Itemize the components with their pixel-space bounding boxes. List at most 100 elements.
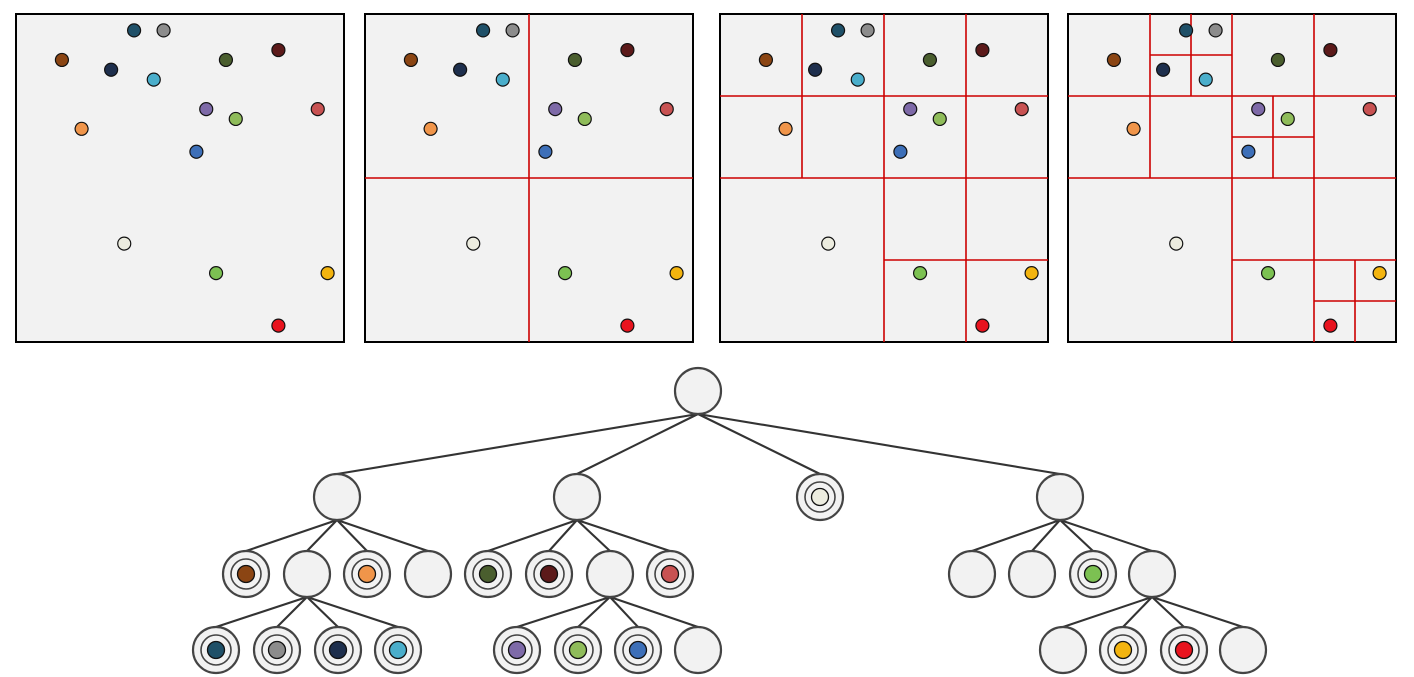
tree-node-blue xyxy=(613,625,663,675)
point-maroon xyxy=(271,42,286,58)
tree-node-amber xyxy=(1098,625,1148,675)
panel-frame xyxy=(15,13,345,343)
tree-edge xyxy=(1151,596,1244,628)
tree-edge xyxy=(1122,596,1153,628)
point-amber xyxy=(1372,266,1387,281)
tree-edge xyxy=(1059,519,1094,552)
subdivision-panel-2 xyxy=(364,13,694,343)
point-teal-dark xyxy=(1178,23,1194,38)
subdivision-panel-1 xyxy=(15,13,345,343)
tree-node-red xyxy=(1159,625,1209,675)
tree-edge xyxy=(1059,519,1153,552)
subdivision-panels xyxy=(15,13,1397,343)
point-navy xyxy=(104,62,119,77)
tree-edge xyxy=(336,412,699,476)
point-olive xyxy=(218,52,234,68)
tree-edge xyxy=(306,596,399,628)
point-teal-dark xyxy=(475,23,491,38)
point-light-green xyxy=(932,111,947,127)
point-teal-dark xyxy=(126,23,142,38)
tree-node-empty xyxy=(673,366,723,416)
point-gray xyxy=(860,23,875,38)
tree-node-olive xyxy=(463,549,513,599)
point-rose xyxy=(1362,102,1377,117)
point-blue xyxy=(893,144,908,159)
point-brown xyxy=(54,52,70,68)
point-teal-dark xyxy=(830,23,846,38)
point-orange xyxy=(74,121,89,136)
tree-edge xyxy=(577,596,611,628)
tree-edge xyxy=(971,519,1061,552)
tree-node-empty xyxy=(1127,549,1177,599)
tree-edge xyxy=(697,413,821,475)
tree-node-empty xyxy=(585,549,635,599)
point-gray xyxy=(1208,23,1223,38)
point-cyan xyxy=(146,72,161,87)
tree-node-purple xyxy=(492,625,542,675)
point-cyan xyxy=(1198,72,1213,87)
point-brown xyxy=(1106,52,1122,68)
point-olive xyxy=(1270,52,1286,68)
tree-node-navy xyxy=(313,625,363,675)
tree-node-empty xyxy=(947,549,997,599)
tree-edge xyxy=(697,412,1061,476)
subdivision-panel-3 xyxy=(719,13,1049,343)
subdivision-panel-4 xyxy=(1067,13,1397,343)
point-brown xyxy=(758,52,774,68)
point-cyan xyxy=(495,72,510,87)
tree-node-empty xyxy=(1035,472,1085,522)
tree-node-maroon xyxy=(524,549,574,599)
tree-node-empty xyxy=(552,472,602,522)
tree-edge xyxy=(336,519,429,552)
point-red xyxy=(1323,318,1338,333)
tree-edge xyxy=(576,413,699,475)
point-rose xyxy=(310,102,325,117)
tree-node-empty xyxy=(312,472,362,522)
point-navy xyxy=(1156,62,1171,77)
point-ivory xyxy=(821,236,836,251)
tree-edge xyxy=(306,596,339,628)
tree-node-empty xyxy=(282,549,332,599)
tree-node-orange xyxy=(342,549,392,599)
point-rose xyxy=(1014,102,1029,117)
point-purple xyxy=(903,102,918,117)
point-gray xyxy=(505,23,520,38)
point-maroon xyxy=(1323,42,1338,58)
tree-node-light-green xyxy=(553,625,603,675)
point-ivory xyxy=(466,236,481,251)
point-cyan xyxy=(850,72,865,87)
tree-edge xyxy=(487,519,578,552)
tree-edge xyxy=(336,519,368,552)
tree-node-gray xyxy=(252,625,302,675)
tree-edge xyxy=(609,596,639,628)
point-amber xyxy=(669,266,684,281)
tree-node-teal-dark xyxy=(191,625,241,675)
tree-node-brown xyxy=(221,549,271,599)
tree-edge xyxy=(516,596,611,628)
point-orange xyxy=(778,121,793,136)
point-gray xyxy=(156,23,171,38)
tree-edge xyxy=(548,519,578,552)
point-orange xyxy=(1126,121,1141,136)
point-olive xyxy=(922,52,938,68)
tree-node-ivory xyxy=(795,472,845,522)
point-brown xyxy=(403,52,419,68)
point-rose xyxy=(659,102,674,117)
tree-edge xyxy=(1031,519,1061,552)
tree-edge xyxy=(215,596,308,628)
tree-edge xyxy=(245,519,338,552)
point-purple xyxy=(1251,102,1266,117)
point-orange xyxy=(423,121,438,136)
point-green xyxy=(208,266,224,281)
tree-nodes xyxy=(191,366,1268,675)
point-green xyxy=(912,266,928,281)
tree-edges xyxy=(215,412,1244,628)
point-ivory xyxy=(1169,236,1184,251)
tree-edge xyxy=(306,519,338,552)
point-purple xyxy=(199,102,214,117)
point-amber xyxy=(320,266,335,281)
tree-edge xyxy=(609,596,699,628)
tree-node-empty xyxy=(1007,549,1057,599)
point-light-green xyxy=(577,111,592,127)
